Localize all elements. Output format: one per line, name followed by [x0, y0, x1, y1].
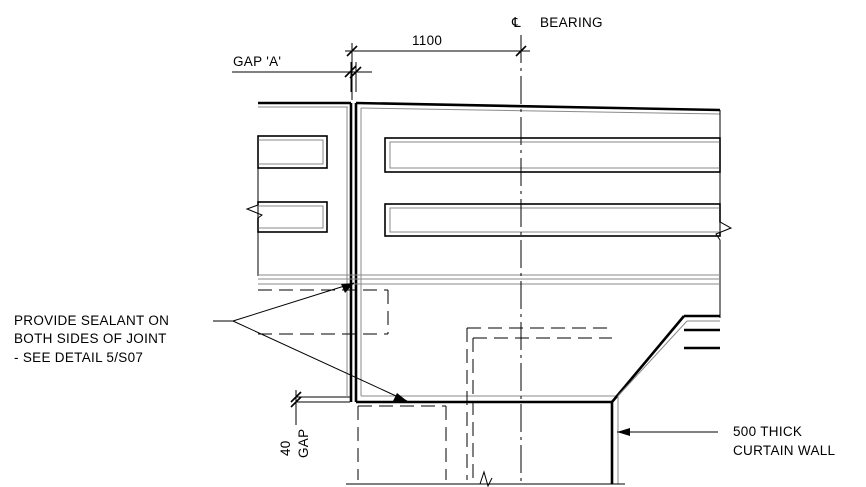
centerline-symbol: ℄: [511, 15, 521, 30]
gap-a-label: GAP 'A': [233, 54, 281, 69]
gap-40-word: GAP: [296, 429, 311, 458]
gap-40-value: 40: [278, 440, 293, 456]
curtain-wall-note-line-2: CURTAIN WALL: [733, 443, 836, 458]
hidden-lines: [258, 289, 612, 480]
main-slab-segment: [354, 101, 733, 404]
curtain-wall-note: 500 THICK CURTAIN WALL: [617, 424, 836, 458]
dimension-1100-text: 1100: [412, 33, 442, 48]
left-slab-segment: [245, 101, 353, 402]
bearing-label: BEARING: [540, 15, 603, 30]
dimension-40-gap: 40 GAP: [278, 390, 350, 458]
bearing-centerline: ℄ BEARING: [511, 15, 603, 484]
dimension-gap-a: GAP 'A': [232, 54, 372, 92]
curtain-wall: [346, 396, 625, 487]
sealant-note-line-3: - SEE DETAIL 5/S07: [14, 350, 143, 365]
dimension-1100: 1100: [345, 33, 530, 100]
curtain-wall-note-line-1: 500 THICK: [733, 424, 802, 439]
sealant-note: PROVIDE SEALANT ON BOTH SIDES OF JOINT -…: [14, 282, 408, 402]
topping-band-lines: [258, 274, 720, 285]
sealant-note-line-2: BOTH SIDES OF JOINT: [14, 331, 167, 346]
sealant-note-line-1: PROVIDE SEALANT ON: [14, 313, 169, 328]
